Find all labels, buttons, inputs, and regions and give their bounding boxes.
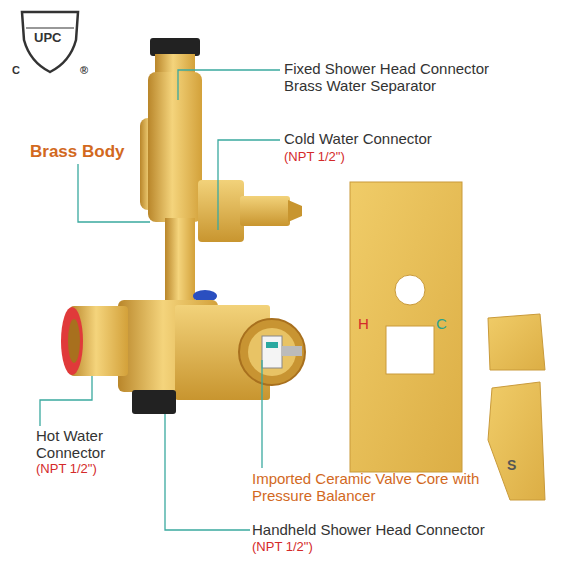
handle xyxy=(488,314,545,500)
leader-line xyxy=(40,70,280,530)
part-name: Fixed Shower Head Connector Brass Water … xyxy=(284,61,514,95)
trim-plate xyxy=(350,182,462,472)
hot-mark: H xyxy=(358,316,369,333)
valve-body xyxy=(61,38,305,414)
certification-mark: ® xyxy=(80,64,88,76)
thread-size: (NPT 1/2") xyxy=(252,540,313,555)
part-name: Cold Water Connector xyxy=(284,131,432,148)
part-name: Imported Ceramic Valve Core with Pressur… xyxy=(252,471,502,505)
upc-logo xyxy=(22,12,78,72)
brand-logo: S xyxy=(507,458,516,474)
thread-size: (NPT 1/2") xyxy=(284,150,345,165)
certification-mark: C xyxy=(12,64,20,76)
part-name: Brass Body xyxy=(30,142,124,161)
cold-mark: C xyxy=(436,316,447,333)
certification-mark: UPC xyxy=(34,31,61,46)
thread-size: (NPT 1/2") xyxy=(36,462,97,477)
part-name: Handheld Shower Head Connector xyxy=(252,522,485,539)
part-name: Hot Water Connector xyxy=(36,428,131,462)
